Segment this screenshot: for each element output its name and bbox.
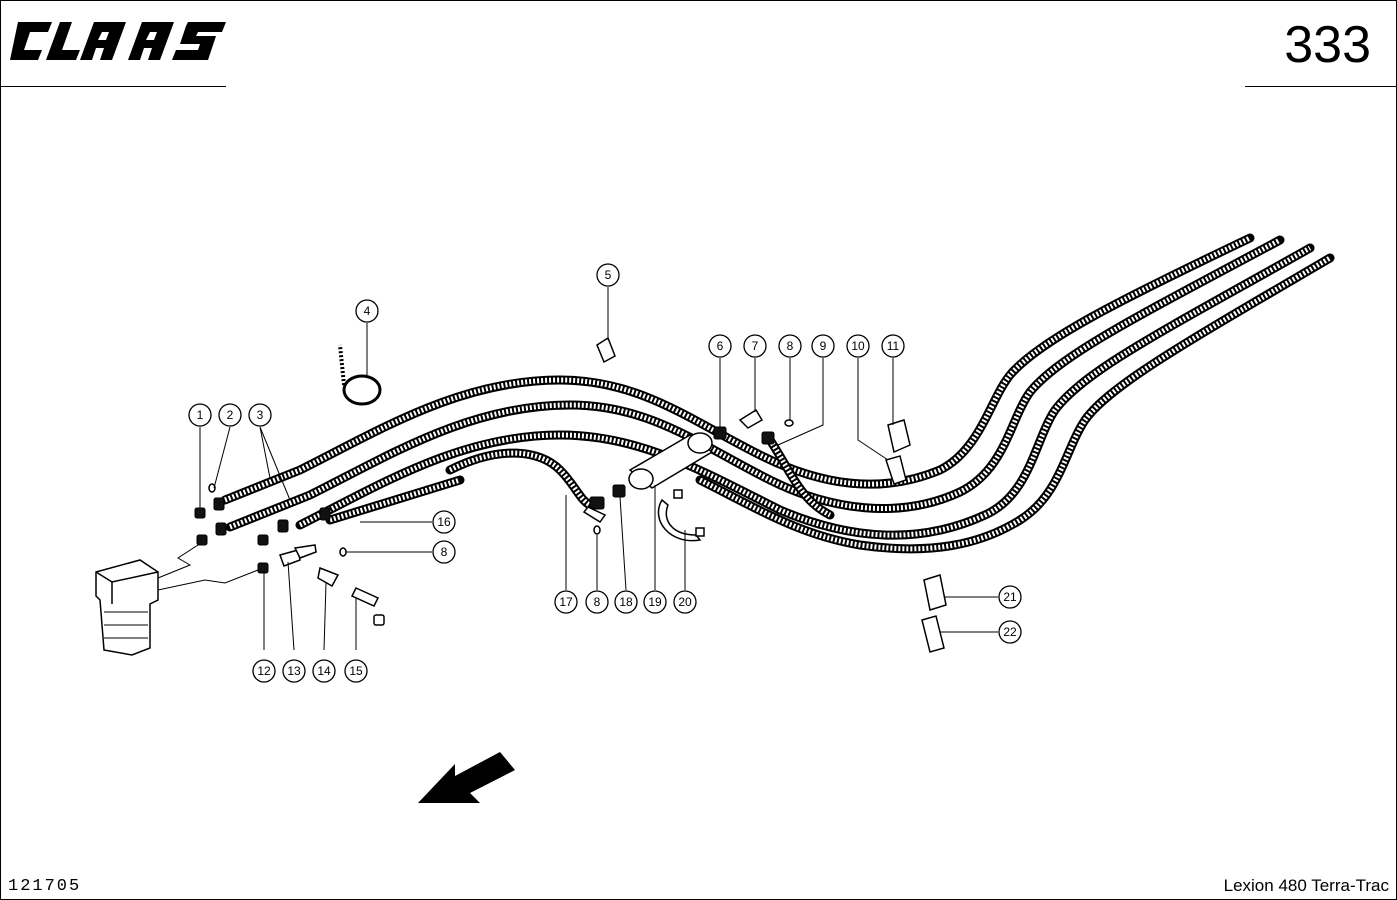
direction-arrow: [418, 752, 515, 803]
svg-text:15: 15: [349, 664, 363, 678]
callout-2: 2: [218, 403, 242, 427]
leader-lines: [199, 287, 998, 651]
svg-text:11: 11: [887, 339, 900, 353]
svg-text:8: 8: [594, 595, 601, 609]
svg-text:12: 12: [257, 664, 271, 678]
header-rule-right: [1245, 86, 1397, 87]
callout-7: 7: [743, 334, 767, 358]
callout-19: 19: [643, 590, 667, 614]
svg-text:18: 18: [619, 595, 633, 609]
svg-text:14: 14: [317, 664, 331, 678]
svg-text:9: 9: [820, 339, 827, 353]
callout-8-middle: 8: [432, 540, 456, 564]
callout-20: 20: [673, 590, 697, 614]
svg-text:1: 1: [197, 408, 204, 422]
svg-text:16: 16: [437, 515, 451, 529]
callout-18: 18: [614, 590, 638, 614]
svg-text:10: 10: [851, 339, 865, 353]
svg-text:8: 8: [787, 339, 794, 353]
claas-logo: [10, 22, 226, 60]
hose-bundle: [220, 233, 1335, 554]
svg-text:5: 5: [605, 268, 612, 282]
fittings: [194, 336, 947, 653]
callout-21: 21: [998, 585, 1022, 609]
svg-text:13: 13: [287, 664, 301, 678]
svg-text:2: 2: [227, 408, 234, 422]
callout-14: 14: [312, 659, 336, 683]
svg-text:17: 17: [559, 595, 573, 609]
svg-text:4: 4: [364, 304, 371, 318]
callout-4: 4: [355, 299, 379, 323]
document-code: 121705: [8, 877, 82, 896]
callout-9: 9: [811, 334, 835, 358]
callout-16: 16: [432, 510, 456, 534]
callout-5: 5: [596, 263, 620, 287]
model-name: Lexion 480 Terra-Trac: [1223, 876, 1389, 895]
callout-6: 6: [708, 334, 732, 358]
svg-text:3: 3: [257, 408, 264, 422]
page-number: 333: [1284, 16, 1371, 74]
valve-block: [95, 544, 259, 656]
callout-13: 13: [282, 659, 306, 683]
callout-8-top: 8: [778, 334, 802, 358]
svg-text:6: 6: [717, 339, 724, 353]
callout-10: 10: [846, 334, 870, 358]
callout-12: 12: [252, 659, 276, 683]
svg-text:21: 21: [1003, 590, 1017, 604]
callout-8-bottom: 8: [585, 590, 609, 614]
callout-11: 11: [881, 334, 905, 358]
callout-1: 1: [188, 403, 212, 427]
svg-text:19: 19: [648, 595, 662, 609]
callout-15: 15: [344, 659, 368, 683]
header-rule-left: [0, 86, 226, 87]
svg-text:7: 7: [752, 339, 759, 353]
callout-3: 3: [248, 403, 272, 427]
svg-text:20: 20: [678, 595, 692, 609]
callout-22: 22: [998, 620, 1022, 644]
svg-text:8: 8: [441, 545, 448, 559]
callout-17: 17: [554, 590, 578, 614]
svg-text:22: 22: [1003, 625, 1017, 639]
